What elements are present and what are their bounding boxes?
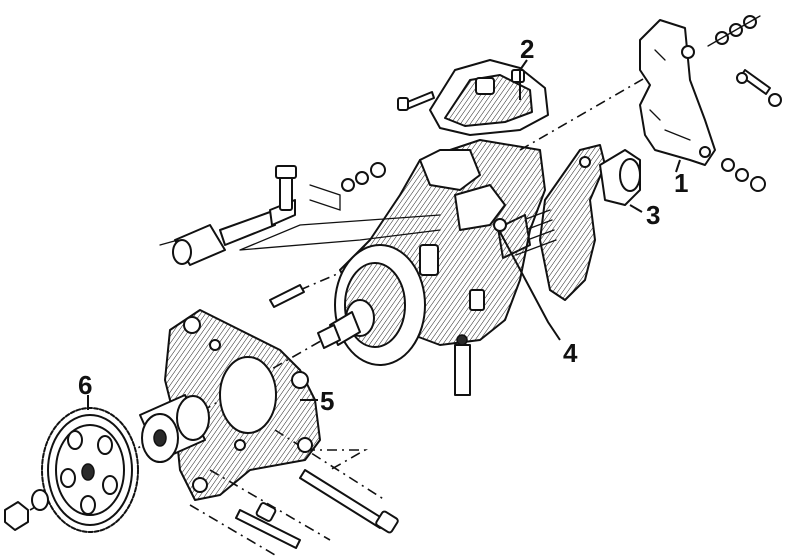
bracket-fasteners (707, 15, 782, 192)
tensioner-roller (139, 394, 210, 463)
callout-label-5: 5 (320, 386, 335, 416)
mounting-bolts (235, 469, 399, 549)
callout-label-4: 4 (563, 338, 578, 368)
timing-pulley (4, 407, 139, 533)
callout-label-2: 2 (520, 34, 535, 64)
mounting-bracket (639, 15, 782, 192)
stop-solenoid (159, 162, 441, 266)
governor-cover (397, 59, 549, 136)
callout-leaders (87, 59, 681, 410)
callout-label-1: 1 (674, 168, 689, 198)
callout-label-3: 3 (646, 200, 661, 230)
callout-label-6: 6 (78, 370, 93, 400)
injection-pump-body (269, 139, 546, 396)
